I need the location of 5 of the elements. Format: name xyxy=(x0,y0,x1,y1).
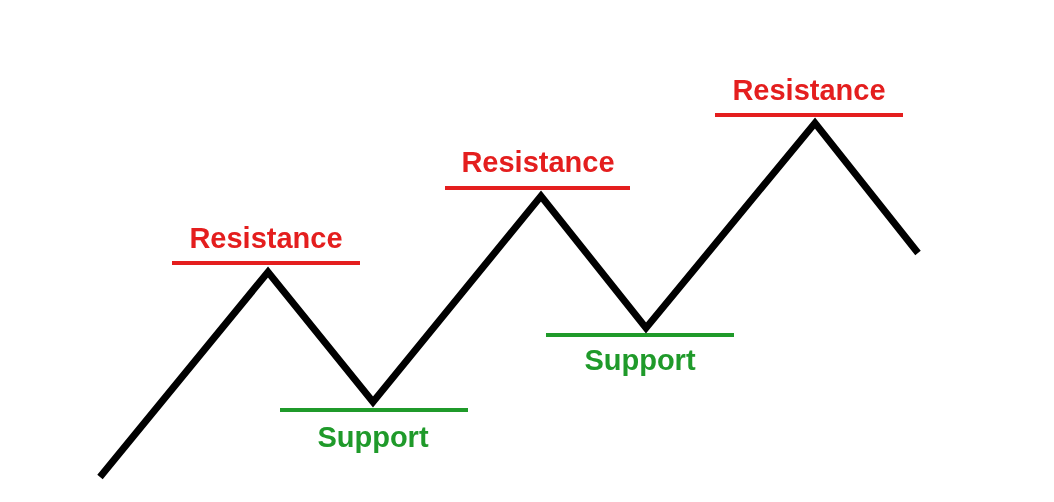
level-label: Support xyxy=(317,422,429,452)
level-label: Support xyxy=(584,345,696,375)
level-label: Resistance xyxy=(732,75,886,105)
level-label: Resistance xyxy=(461,147,615,177)
level-label: Resistance xyxy=(189,223,343,253)
